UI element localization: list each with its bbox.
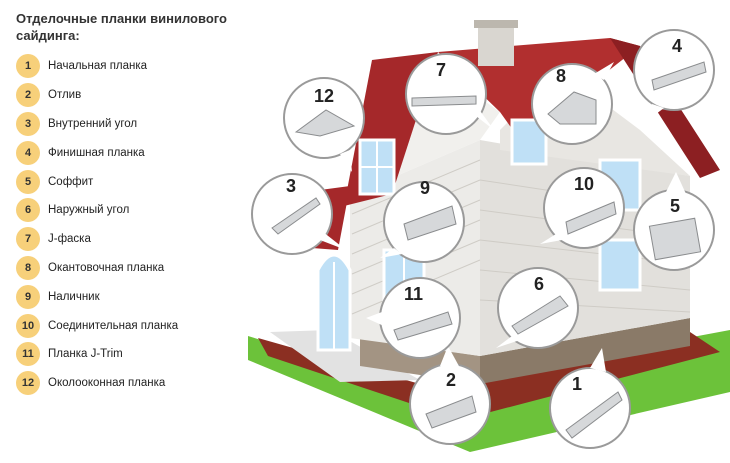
legend-label: Соффит — [48, 175, 94, 188]
callout-number: 5 — [670, 196, 680, 216]
callout-number: 6 — [534, 274, 544, 294]
legend-item: 6 Наружный угол — [16, 196, 178, 225]
number-badge: 12 — [16, 371, 40, 396]
legend-label: Соединительная планка — [48, 319, 179, 332]
number-badge: 10 — [16, 313, 40, 338]
legend-item: 12 Околооконная планка — [16, 369, 178, 398]
trim-sketch — [411, 95, 477, 107]
trim-sketch — [648, 217, 702, 261]
callout-number: 10 — [574, 174, 594, 194]
window-right — [510, 118, 642, 292]
callout-number: 11 — [404, 284, 423, 304]
callout-number: 3 — [286, 176, 296, 196]
trim-sketch — [393, 311, 453, 341]
legend-label: Планка J-Trim — [48, 348, 123, 361]
foundation-right — [480, 318, 690, 384]
legend-item: 7 J-фаска — [16, 225, 178, 254]
diagram-title: Отделочные планки винилового сайдинга: — [16, 11, 227, 43]
trim-sketch — [547, 91, 597, 125]
legend-label: Начальная планка — [48, 60, 148, 73]
legend-item: 10 Соединительная планка — [16, 311, 178, 340]
legend: 1 Начальная планка 2 Отлив 3 Внутренний уго… — [16, 52, 178, 398]
legend-label: Отлив — [48, 89, 82, 102]
trim-sketch — [565, 391, 623, 439]
number-badge: 8 — [16, 255, 40, 280]
window-arched — [316, 253, 352, 352]
trim-sketch — [511, 295, 569, 335]
callout-number: 2 — [446, 370, 456, 390]
trim-sketch — [565, 201, 617, 235]
legend-item: 4 Финишная планка — [16, 138, 178, 167]
callout-number: 12 — [314, 86, 334, 106]
legend-label: Окантовочная планка — [48, 261, 165, 274]
callout-bubble — [405, 53, 494, 135]
callout-number: 8 — [556, 66, 566, 86]
window-upper — [358, 138, 396, 196]
number-badge: 2 — [16, 83, 40, 108]
number-badge: 9 — [16, 284, 40, 309]
callout-number: 1 — [572, 374, 582, 394]
callout-number: 4 — [672, 36, 682, 56]
trim-sketch — [403, 205, 457, 241]
legend-item: 9 Наличник — [16, 282, 178, 311]
legend-item: 3 Внутренний угол — [16, 110, 178, 139]
legend-label: Наличник — [48, 290, 100, 303]
trim-sketch — [425, 395, 477, 429]
number-badge: 4 — [16, 140, 40, 165]
legend-item: 8 Окантовочная планка — [16, 254, 178, 283]
legend-label: Внутренний угол — [48, 117, 138, 130]
trim-sketch — [271, 197, 321, 235]
number-badge: 6 — [16, 198, 40, 223]
number-badge: 3 — [16, 111, 40, 136]
legend-label: Наружный угол — [48, 204, 130, 217]
callout-number: 7 — [436, 60, 446, 80]
trim-sketch — [294, 109, 356, 137]
number-badge: 7 — [16, 227, 40, 252]
number-badge: 5 — [16, 169, 40, 194]
legend-item: 2 Отлив — [16, 81, 178, 110]
callout-number: 9 — [420, 178, 430, 198]
trim-sketch — [651, 61, 707, 91]
chimney — [478, 26, 514, 66]
number-badge: 1 — [16, 54, 40, 79]
legend-item: 1 Начальная планка — [16, 52, 178, 81]
legend-label: Околооконная планка — [48, 377, 166, 390]
legend-label: J-фаска — [48, 233, 91, 246]
callout-bubble — [540, 167, 625, 249]
chimney-cap — [474, 20, 518, 28]
legend-label: Финишная планка — [48, 146, 145, 159]
legend-item: 11 Планка J-Trim — [16, 340, 178, 369]
number-badge: 11 — [16, 342, 40, 367]
legend-item: 5 Соффит — [16, 167, 178, 196]
